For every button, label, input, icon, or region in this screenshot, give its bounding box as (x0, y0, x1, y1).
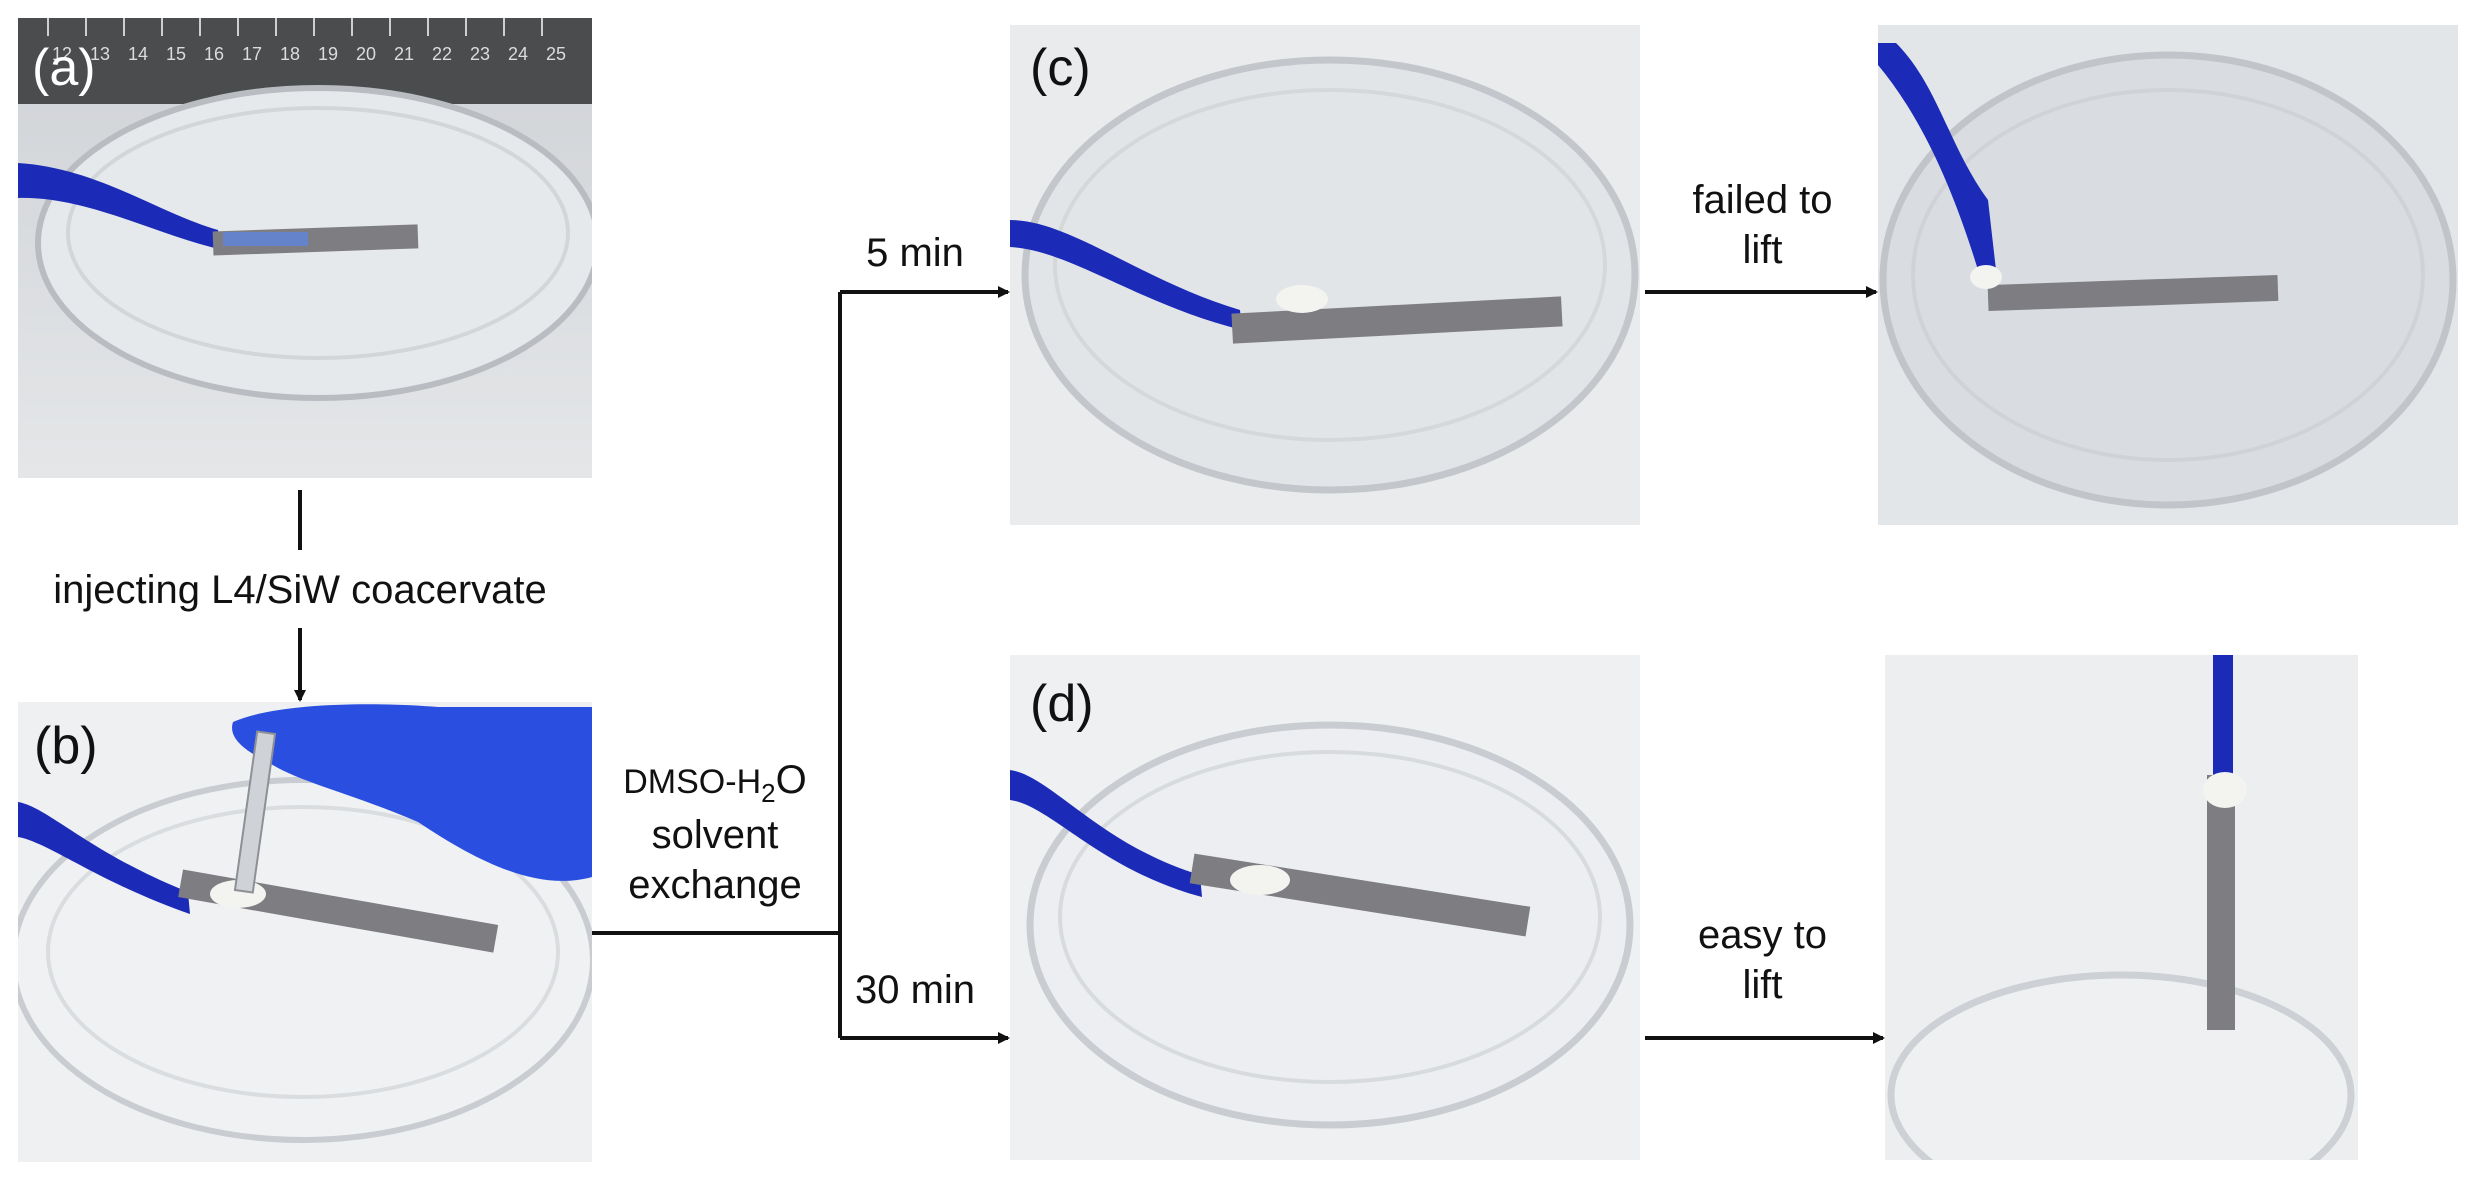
petri-dish (1026, 721, 1634, 1129)
blue-tape (1010, 220, 1242, 330)
ruler-tick-label: 19 (318, 44, 338, 64)
solvent-exchange-label: DMSO-H2O solvent exchange (590, 755, 840, 910)
ruler-tick-label: 18 (280, 44, 300, 64)
ruler-tick-label: 14 (128, 44, 148, 64)
ruler-tick-label: 21 (394, 44, 414, 64)
easy-to-lift-label: easy to lift (1698, 913, 1827, 1007)
coacervate-blob (2203, 772, 2247, 808)
ruler-tick-label: 24 (508, 44, 528, 64)
photo-c-result (1878, 25, 2458, 525)
failed-to-lift-label: failed to lift (1692, 178, 1833, 272)
solvent-line-1: DMSO-H2O (623, 758, 807, 808)
panel-label-d: (d) (1030, 675, 1094, 733)
coacervate-blob (1970, 265, 2002, 289)
panel-label-a: (a) (32, 39, 96, 97)
blue-tape (2213, 655, 2233, 775)
photo-d-result (1885, 655, 2358, 1160)
long-time-label: 30 min (854, 968, 976, 1012)
ruler-tick-label: 15 (166, 44, 186, 64)
photo-a: 12 13 14 15 16 17 18 19 20 21 22 23 24 25 (18, 18, 592, 478)
blue-tape (18, 802, 190, 914)
petri-dish (1021, 56, 1639, 494)
ruler-tick-label: 16 (204, 44, 224, 64)
ruler-tick-label: 17 (242, 44, 262, 64)
blue-tape (1878, 43, 1996, 270)
blue-tape (1010, 770, 1202, 897)
syringe (233, 730, 277, 894)
petri-dish (1887, 971, 2355, 1160)
petri-dish (18, 777, 592, 1143)
inject-label: injecting L4/SiW coacervate (53, 568, 547, 612)
steel-strip (1231, 296, 1563, 344)
coacervate-blob (1230, 865, 1290, 895)
steel-strip (1987, 274, 2279, 312)
ruler-tick-label: 20 (356, 44, 376, 64)
blue-tape (18, 163, 223, 250)
ruler-tick-label: 25 (546, 44, 566, 64)
photo-b (18, 702, 592, 1162)
photo-c (1010, 25, 1640, 525)
ruler-tick-label: 22 (432, 44, 452, 64)
solvent-line-2: solvent (651, 812, 779, 857)
photo-d (1010, 655, 1640, 1160)
coacervate-blob (1276, 285, 1328, 313)
ruler-tick-label: 12 (52, 44, 72, 64)
ruler-tick-label: 13 (90, 44, 110, 64)
glove (232, 704, 592, 881)
solvent-line-3: exchange (628, 862, 802, 907)
steel-strip (2207, 775, 2235, 1030)
short-time-label: 5 min (866, 231, 964, 275)
ruler: 12 13 14 15 16 17 18 19 20 21 22 23 24 25 (18, 18, 592, 104)
panel-label-b: (b) (34, 717, 98, 775)
ruler-tick-label: 23 (470, 44, 490, 64)
panel-label-c: (c) (1030, 39, 1091, 97)
